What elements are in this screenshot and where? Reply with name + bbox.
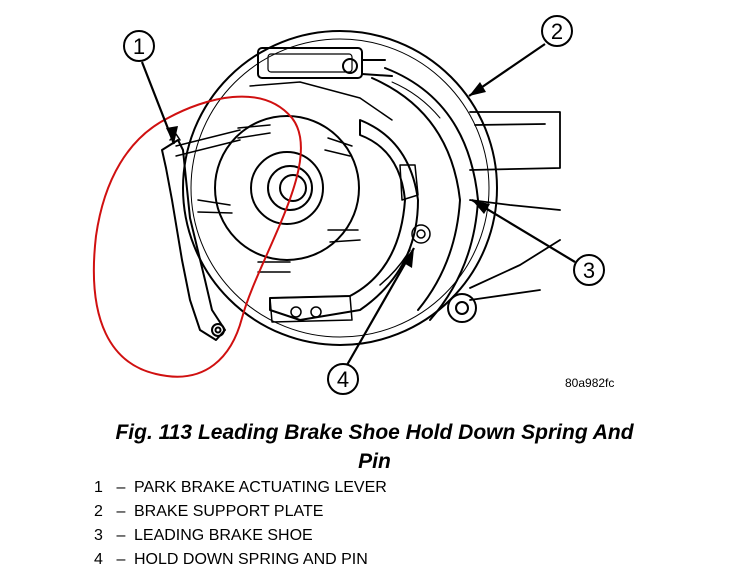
callout-3-label: 3 (583, 258, 595, 283)
legend-item: 2–BRAKE SUPPORT PLATE (94, 500, 387, 524)
park-brake-actuating-lever (161, 133, 226, 341)
legend-number: 3 (94, 527, 103, 544)
legend-item: 3–LEADING BRAKE SHOE (94, 524, 387, 548)
legend-separator: – (116, 479, 126, 496)
legend-number: 1 (94, 479, 103, 496)
image-code: 80a982fc (565, 376, 614, 390)
callout-1-label: 1 (133, 34, 145, 59)
figure-caption: Fig. 113 Leading Brake Shoe Hold Down Sp… (0, 418, 749, 476)
wheel-cylinder (249, 47, 393, 121)
caption-line-1: Fig. 113 Leading Brake Shoe Hold Down Sp… (115, 421, 634, 444)
red-circle-annotation (92, 95, 303, 378)
arrowhead-3 (472, 200, 490, 214)
legend-text: PARK BRAKE ACTUATING LEVER (134, 479, 387, 496)
arrowhead-1 (166, 126, 178, 144)
callout-2-circle (541, 15, 573, 47)
caption-line-2: Pin (358, 450, 391, 473)
legend-separator: – (116, 503, 126, 520)
hub-and-studs (175, 115, 361, 273)
callout-3-circle (573, 254, 605, 286)
legend-separator: – (116, 551, 126, 568)
callout-2-label: 2 (551, 19, 563, 44)
arrowhead-2 (469, 82, 486, 96)
leader-line-3 (471, 199, 576, 263)
legend-text: LEADING BRAKE SHOE (134, 527, 313, 544)
hold-down-spring-and-pin (411, 224, 431, 244)
legend-item: 1–PARK BRAKE ACTUATING LEVER (94, 476, 387, 500)
legend-list: 1–PARK BRAKE ACTUATING LEVER 2–BRAKE SUP… (94, 476, 387, 572)
brake-assembly-illustration: 1 2 3 4 80a982fc (92, 15, 614, 395)
legend-number: 4 (94, 551, 103, 568)
legend-separator: – (116, 527, 126, 544)
leader-line-4 (346, 247, 415, 366)
axle-housing (469, 111, 561, 301)
callout-1-circle (123, 30, 155, 62)
legend-text: HOLD DOWN SPRING AND PIN (134, 551, 368, 568)
adjuster-area (269, 164, 419, 323)
legend-item: 4–HOLD DOWN SPRING AND PIN (94, 548, 387, 572)
legend-number: 2 (94, 503, 103, 520)
callout-4-label: 4 (337, 367, 349, 392)
callout-4-circle (327, 363, 359, 395)
legend-text: BRAKE SUPPORT PLATE (134, 503, 324, 520)
arrowhead-4 (402, 248, 414, 268)
leading-brake-shoe (269, 67, 479, 321)
brake-support-plate (182, 30, 498, 346)
